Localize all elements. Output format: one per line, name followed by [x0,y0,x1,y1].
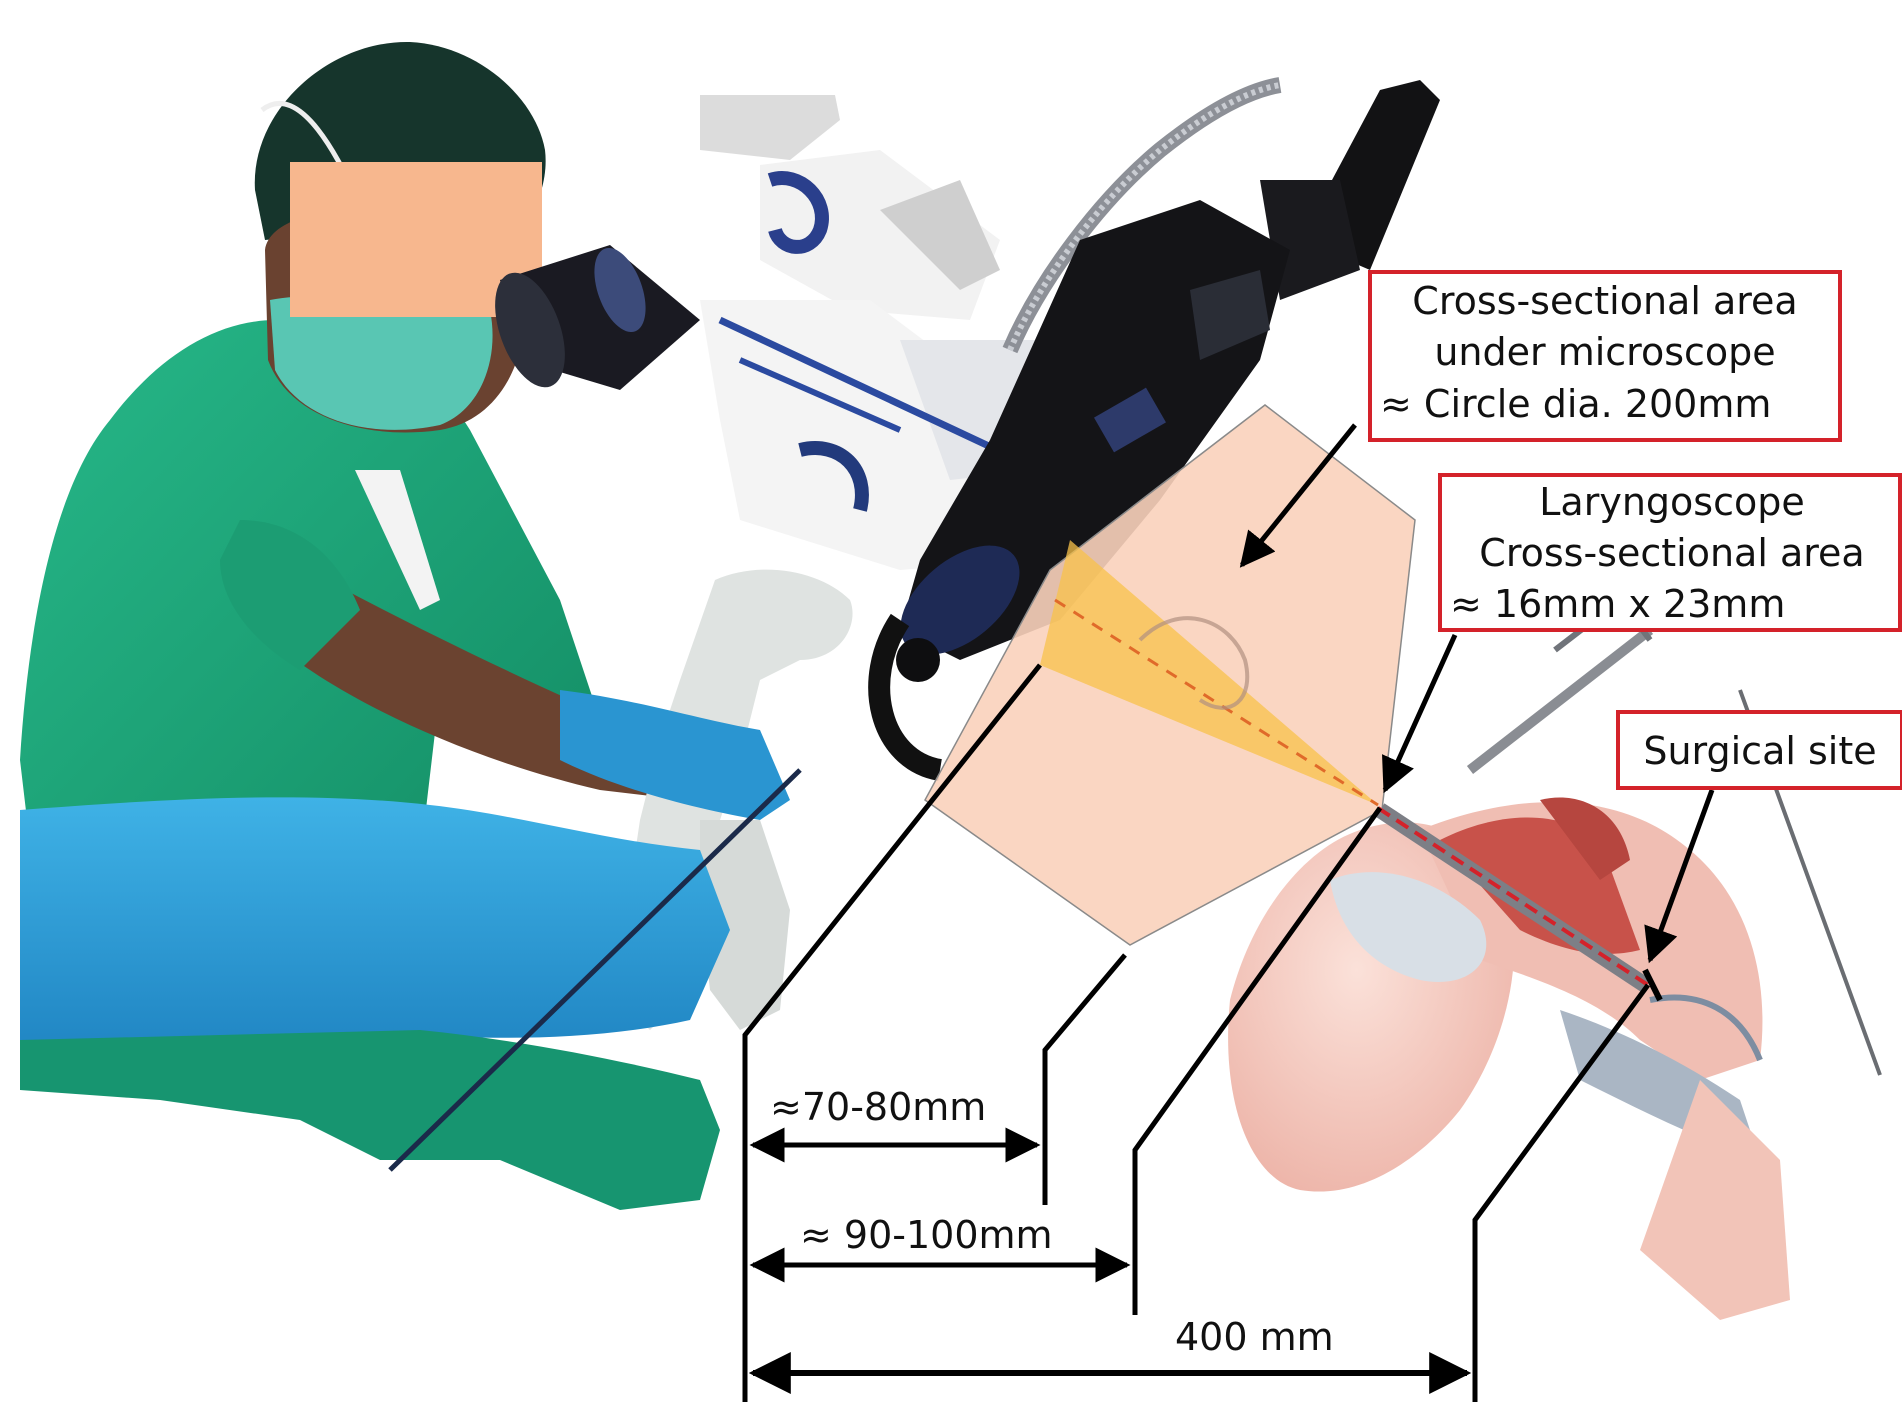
callout-microscope-line3: ≈ Circle dia. 200mm [1380,382,1771,426]
callout-surgical-site-label: Surgical site [1643,729,1876,773]
dimension-label-3: 400 mm [1175,1315,1334,1359]
surgeon-figure [20,42,853,1210]
callout-laryngoscope-line2: Cross-sectional area [1479,531,1864,575]
dimension-label-1: ≈70-80mm [770,1085,986,1129]
callout-microscope-line2: under microscope [1434,330,1775,374]
callout-surgical-site: Surgical site [1618,712,1902,788]
callout-microscope-line1: Cross-sectional area [1412,279,1797,323]
callout-laryngoscope-line1: Laryngoscope [1539,480,1804,524]
callout-laryngoscope-line3: ≈ 16mm x 23mm [1450,582,1785,626]
dimension-label-2: ≈ 90-100mm [800,1213,1053,1257]
callout-microscope-area: Cross-sectional area under microscope ≈ … [1370,272,1840,440]
callout-laryngoscope-area: Laryngoscope Cross-sectional area ≈ 16mm… [1440,475,1900,630]
